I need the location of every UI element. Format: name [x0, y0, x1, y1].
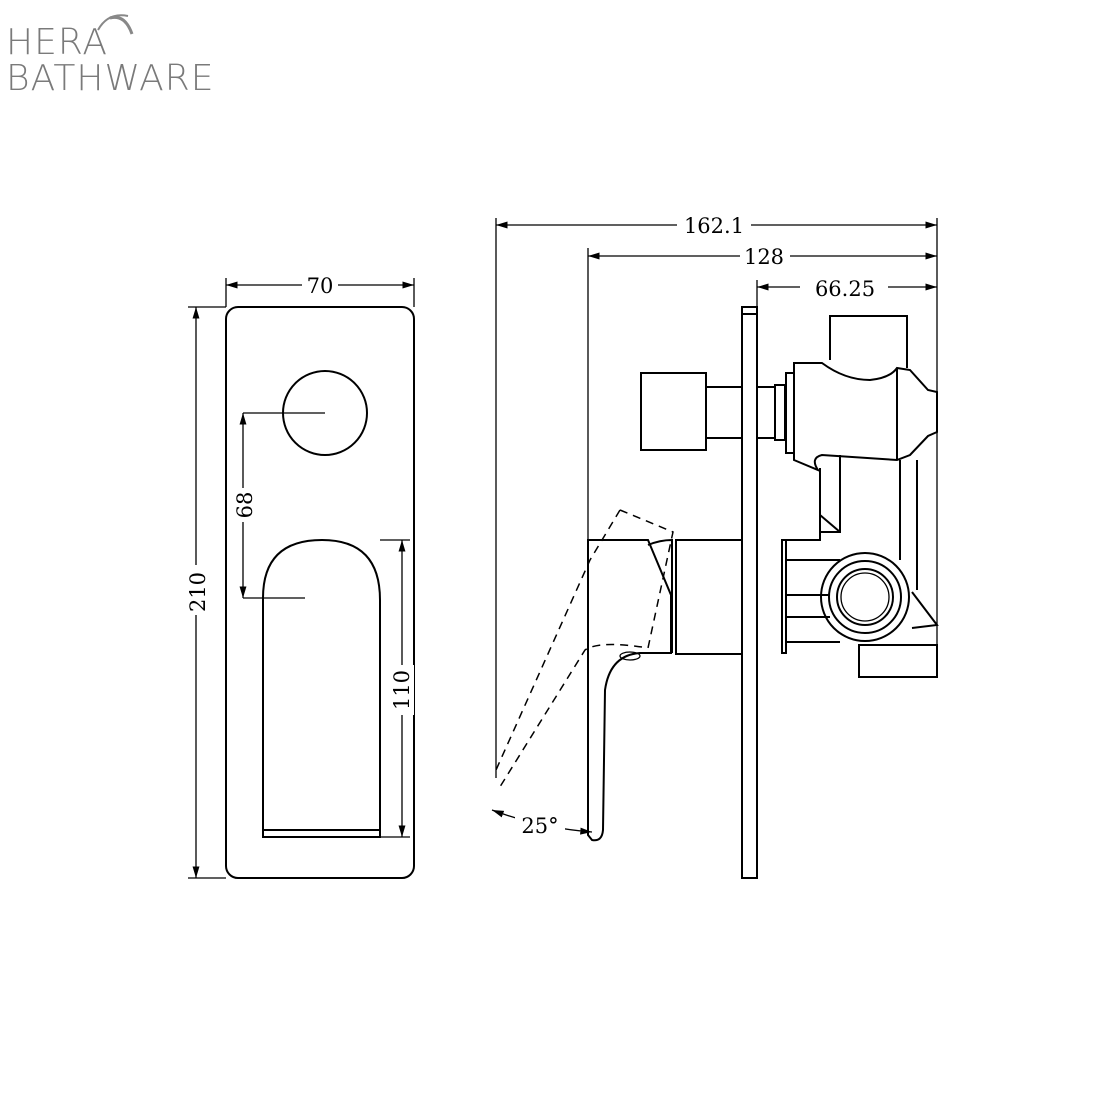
bottom-port — [858, 644, 938, 678]
dim-depth-128: 128 — [744, 245, 784, 269]
front-view: 70 210 68 110 — [185, 272, 415, 879]
brand-logo: HERA BATHWARE — [6, 14, 214, 99]
outlet-ring — [820, 552, 910, 642]
wall-plate — [741, 306, 758, 879]
dim-body-66-25: 66.25 — [815, 277, 875, 301]
logo-line2: BATHWARE — [6, 58, 214, 99]
cover-plate — [225, 306, 415, 879]
side-view: 162.1 128 66.25 25° — [491, 212, 939, 879]
logo-line1: HERA — [6, 22, 108, 63]
dim-spacing-68: 68 — [233, 492, 257, 519]
cartridge-sleeve — [675, 539, 743, 655]
dim-handle-110: 110 — [390, 670, 414, 710]
dim-width-70: 70 — [307, 274, 334, 298]
side-diverter-knob — [640, 372, 707, 451]
mixer-handle — [262, 538, 381, 838]
dim-angle-25: 25° — [521, 814, 558, 838]
side-lever — [587, 539, 672, 842]
dim-depth-162-1: 162.1 — [684, 214, 744, 238]
lever-rotated-outline — [497, 509, 674, 791]
dim-height-210: 210 — [186, 572, 210, 612]
valve-top-boss — [829, 315, 908, 368]
valve-body — [793, 362, 938, 473]
